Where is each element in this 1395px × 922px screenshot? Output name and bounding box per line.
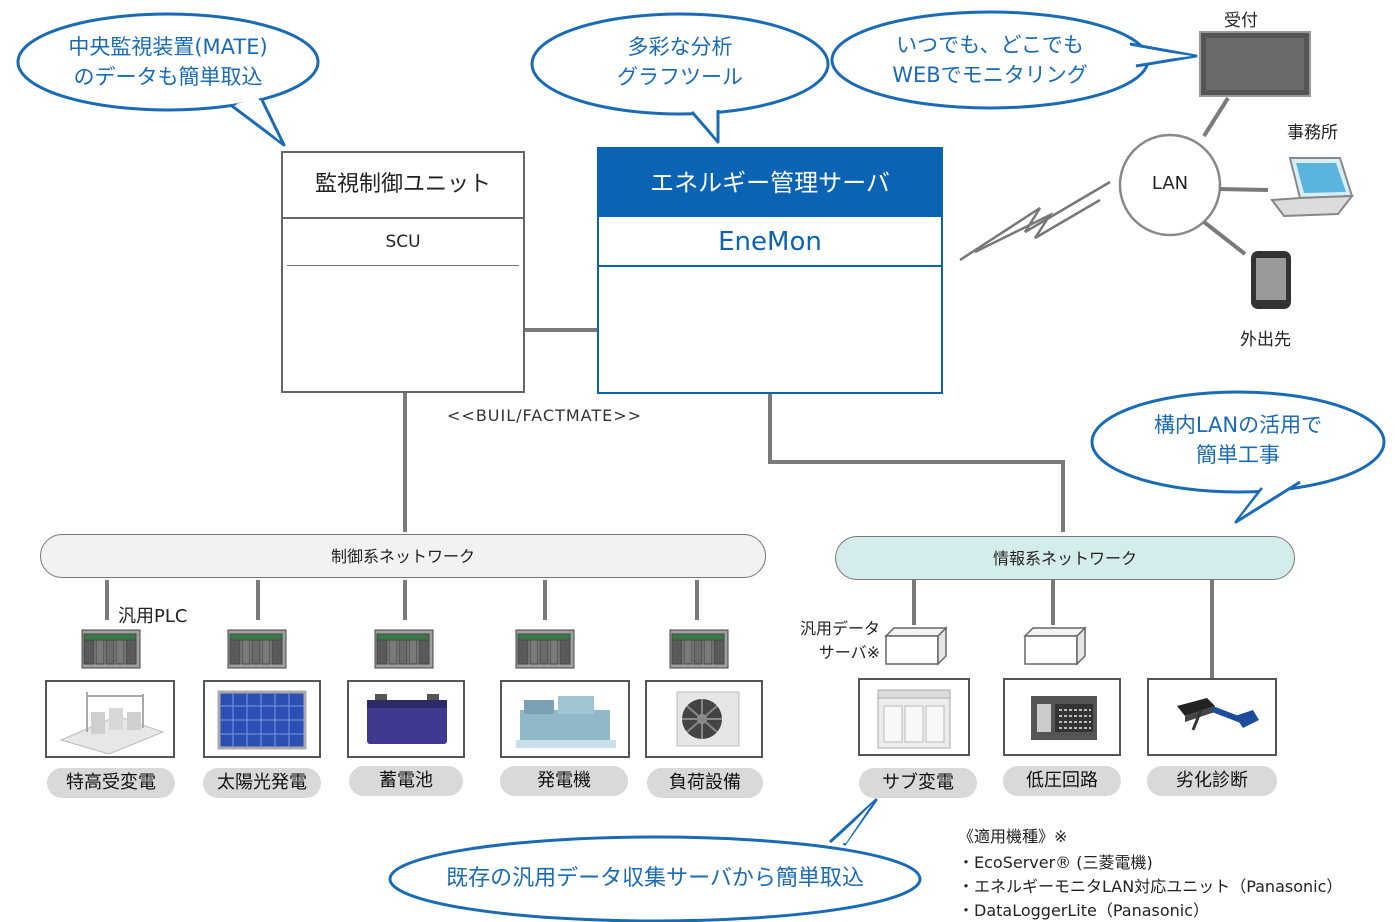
substation-icon [59,692,165,755]
device-frame-generator [500,680,630,758]
energy-server: エネルギー管理サーバ EneMon [597,147,943,394]
device-label-low-voltage: 低圧回路 [1003,766,1121,796]
notes-title: 《適用機種》※ [958,827,1068,846]
server-title: エネルギー管理サーバ [597,149,943,217]
device-frame-diagnosis [1147,678,1277,756]
data-server-label-line1: 汎用データ [799,619,880,638]
callout-analysis-line2: グラフツール [617,65,743,89]
callout-lan-use-line2: 簡単工事 [1196,443,1280,467]
outdoor-unit-icon [676,691,740,747]
notes-item-1: ・EcoServer® (三菱電機) [958,853,1153,872]
sensor-probe-icon [1177,698,1259,731]
callout-existing-bubble [388,835,922,922]
mobile-label: 外出先 [1240,330,1291,350]
callout-mate-bubble [16,12,320,112]
notes-item-3: ・DataLoggerLite（Panasonic） [958,901,1210,920]
device-frame-battery [347,680,465,758]
callout-web-line2: WEBでモニタリング [892,63,1088,87]
solar-panel-icon [217,690,307,750]
generator-icon [516,696,616,748]
battery-icon [367,694,447,744]
smartphone-icon [1251,251,1291,309]
data-server-label-line2: サーバ※ [818,643,880,662]
device-label-substation: 特高受変電 [47,768,175,798]
callout-lan-use: 構内LANの活用で 簡単工事 [1098,410,1378,470]
control-network: 制御系ネットワーク [40,534,766,578]
callout-analysis: 多彩な分析 グラフツール [540,32,820,92]
device-frame-sub-substation [858,678,970,756]
notes-item-2: ・エネルギーモニタLAN対応ユニット（Panasonic） [958,877,1343,896]
callout-lan-bubble [1090,390,1386,494]
callout-existing: 既存の汎用データ収集サーバから簡単取込 [446,866,864,891]
callout-mate-line2: のデータも簡単取込 [73,65,263,89]
device-label-load: 負荷設備 [647,768,763,798]
plc-label: 汎用PLC [118,606,188,627]
callout-mate-line1: 中央監視装置(MATE) [68,35,268,59]
lan-label: LAN [1151,173,1189,194]
device-label-diagnosis: 劣化診断 [1147,766,1277,796]
callout-web: いつでも、どこでも WEBでモニタリング [840,30,1140,90]
device-frame-substation [45,680,175,758]
device-label-solar: 太陽光発電 [203,768,321,798]
laptop-icon [1270,157,1355,218]
server-subtitle: EneMon [718,227,822,257]
device-frame-solar [203,680,321,758]
scu-subtitle: SCU [385,232,421,252]
protocol-label: <<BUIL/FACTMATE>> [447,406,643,425]
callout-lan-use-line1: 構内LANの活用で [1153,413,1323,437]
switchgear-icon [877,689,951,749]
monitor-icon [1199,31,1311,97]
scu-title: 監視制御ユニット [283,153,523,219]
reception-label: 受付 [1224,11,1258,31]
device-label-sub-substation: サブ変電 [859,768,977,798]
data-server-icon [884,626,1087,666]
device-label-generator: 発電機 [500,766,628,796]
callout-analysis-bubble [530,12,830,116]
scu-unit: 監視制御ユニット SCU [281,151,525,393]
info-network: 情報系ネットワーク [835,536,1295,580]
meter-panel-icon [1031,696,1097,740]
callout-analysis-line1: 多彩な分析 [627,35,733,59]
device-frame-low-voltage [1003,678,1121,756]
callout-mate: 中央監視装置(MATE) のデータも簡単取込 [28,32,308,92]
callout-web-line1: いつでも、どこでも [896,33,1084,57]
data-server-label: 汎用データ サーバ※ [784,617,880,665]
device-frame-load [645,680,763,758]
plc-icon [81,629,729,669]
office-label: 事務所 [1287,123,1338,143]
device-label-battery: 蓄電池 [349,766,463,796]
